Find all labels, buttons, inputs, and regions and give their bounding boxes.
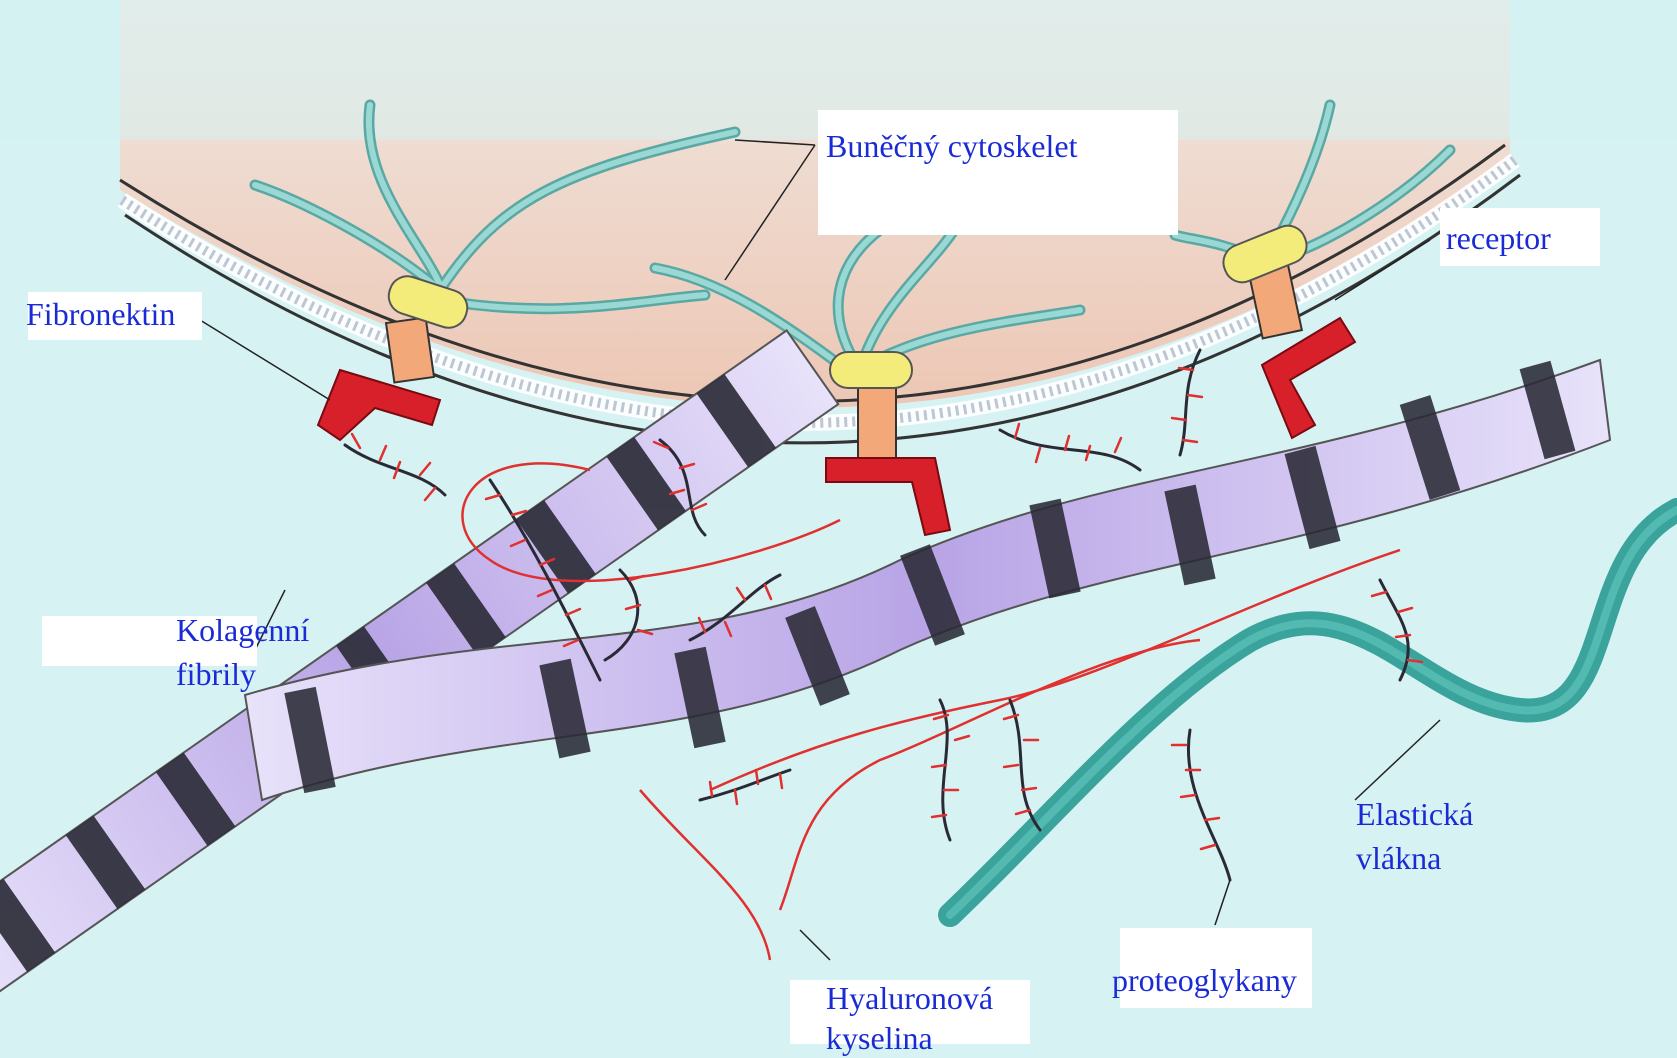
- label-receptor: receptor: [1446, 220, 1551, 256]
- label-cytoskeleton: Buněčný cytoskelet: [826, 128, 1077, 164]
- label-proteoglycans: proteoglykany: [1112, 962, 1297, 998]
- label-collagen-line1: Kolagenní: [176, 612, 309, 648]
- label-elastic-line2: vlákna: [1356, 840, 1441, 876]
- label-fibronectin: Fibronektin: [26, 296, 175, 332]
- label-hyaluronic-line1: Hyaluronová: [826, 980, 993, 1016]
- label-hyaluronic-line2: kyselina: [826, 1020, 933, 1056]
- label-elastic-line1: Elastická: [1356, 796, 1473, 832]
- label-collagen-line2: fibrily: [176, 656, 256, 692]
